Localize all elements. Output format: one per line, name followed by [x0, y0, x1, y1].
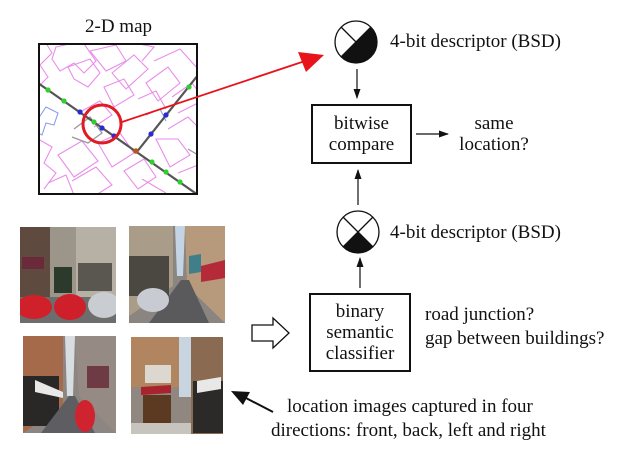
bsd-icon-top: [334, 20, 378, 64]
bitwise-compare-box: bitwise compare: [311, 104, 412, 164]
classifier-line2: semantic: [326, 322, 394, 343]
red-arrowhead: [298, 52, 324, 72]
location-image-right: [131, 337, 223, 434]
location-image-back: [129, 226, 225, 323]
map-to-descriptor-arrow: [121, 60, 306, 123]
images-caption-line2: directions: front, back, left and right: [271, 420, 546, 441]
classifier-line3: classifier: [325, 343, 395, 364]
bsd-icon-bottom: [336, 210, 380, 254]
map-title: 2-D map: [85, 16, 153, 37]
descriptor-label-bottom: 4-bit descriptor (BSD): [390, 222, 561, 243]
binary-semantic-classifier-box: binary semantic classifier: [309, 293, 411, 372]
compare-output: same location?: [458, 113, 530, 155]
output-line2: location?: [459, 134, 529, 155]
hollow-arrow-icon: [251, 316, 290, 350]
output-line1: same: [474, 113, 514, 134]
caption-arrowhead: [231, 391, 250, 405]
location-image-front: [20, 227, 116, 323]
classifier-line1: binary: [335, 301, 385, 322]
map-2d: [38, 43, 198, 195]
highlight-circle: [81, 103, 123, 145]
classifier-question-2: gap between buildings?: [425, 328, 605, 349]
classifier-question-1: road junction?: [425, 304, 535, 325]
caption-arrow: [243, 396, 274, 413]
compare-line2: compare: [328, 134, 395, 155]
images-caption-line1: location images captured in four: [287, 396, 533, 417]
descriptor-label-top: 4-bit descriptor (BSD): [390, 31, 561, 52]
location-image-left: [23, 336, 116, 433]
map-nodes: [45, 84, 192, 185]
compare-line1: bitwise: [334, 113, 389, 134]
